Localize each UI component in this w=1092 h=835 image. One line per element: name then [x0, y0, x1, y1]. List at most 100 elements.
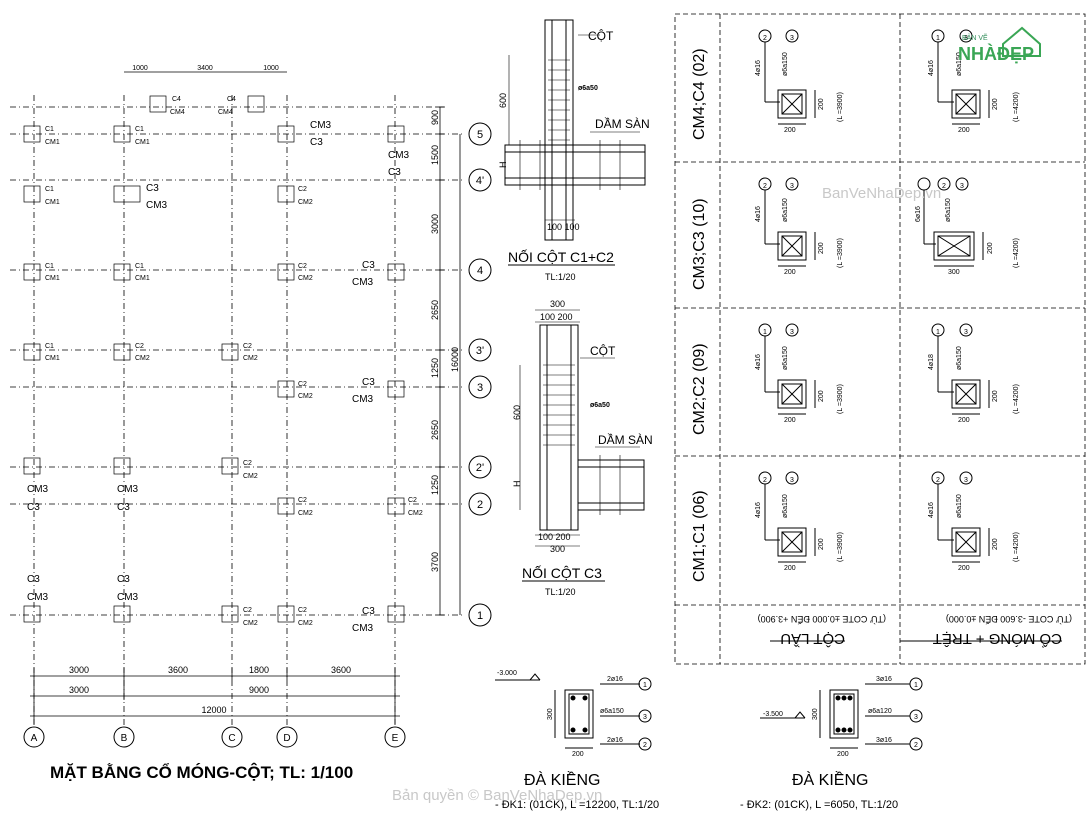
axis-bubble-e: E — [384, 726, 406, 748]
dim-right-4: 2650 — [430, 300, 440, 320]
svg-text:C3: C3 — [117, 574, 130, 585]
watermark-mid: BanVeNhaDep.vn — [822, 185, 941, 202]
svg-text:NHÀĐẸP: NHÀĐẸP — [958, 43, 1034, 64]
svg-text:4ø16: 4ø16 — [755, 502, 762, 518]
svg-text:600: 600 — [512, 405, 522, 420]
svg-text:1000: 1000 — [132, 65, 148, 72]
svg-text:200: 200 — [784, 269, 796, 276]
svg-text:200: 200 — [572, 751, 584, 758]
svg-text:ø6a120: ø6a120 — [868, 708, 892, 715]
svg-text:CM3: CM3 — [27, 592, 49, 603]
svg-text:ø6a150: ø6a150 — [956, 494, 963, 518]
svg-text:3: 3 — [477, 382, 483, 394]
svg-text:300: 300 — [550, 299, 565, 309]
right-dimension-chain — [436, 106, 461, 616]
svg-text:3': 3' — [476, 345, 484, 357]
svg-text:4ø16: 4ø16 — [928, 502, 935, 518]
section-cm4-right — [931, 29, 990, 125]
svg-text:2ø16: 2ø16 — [607, 676, 623, 683]
svg-text:CM1: CM1 — [135, 139, 150, 146]
svg-text:3: 3 — [960, 183, 964, 190]
svg-text:E: E — [392, 733, 399, 744]
svg-text:D: D — [283, 733, 290, 744]
plan-grid — [10, 95, 465, 728]
svg-text:CM2: CM2 — [135, 355, 150, 362]
svg-text:2: 2 — [942, 183, 946, 190]
svg-text:BẢN VẼ: BẢN VẼ — [962, 33, 988, 42]
axis-bubble-1: 1 — [468, 603, 492, 627]
svg-text:ø6a150: ø6a150 — [782, 198, 789, 222]
top-dimension-chain: 1000 3400 1000 — [124, 65, 287, 73]
svg-text:2: 2 — [763, 183, 767, 190]
svg-text:3ø16: 3ø16 — [876, 737, 892, 744]
svg-text:TL:1/20: TL:1/20 — [545, 272, 576, 282]
svg-text:C2: C2 — [408, 497, 417, 504]
svg-text:CM2: CM2 — [298, 620, 313, 627]
svg-text:C2: C2 — [243, 460, 252, 467]
svg-text:300: 300 — [550, 544, 565, 554]
svg-text:2: 2 — [643, 742, 647, 749]
svg-text:C2: C2 — [135, 343, 144, 350]
svg-text:100 200: 100 200 — [538, 532, 571, 542]
svg-text:C3: C3 — [388, 167, 401, 178]
svg-text:CM4: CM4 — [218, 109, 233, 116]
beam2-note: - ĐK2: (01CK), L =6050, TL:1/20 — [740, 799, 898, 811]
svg-text:200: 200 — [784, 417, 796, 424]
svg-text:3: 3 — [790, 183, 794, 190]
axis-bubble-d: D — [276, 726, 298, 748]
footer-co-mong: CỔ MÓNG + TRỆT — [933, 630, 1062, 648]
svg-text:4ø16: 4ø16 — [755, 60, 762, 76]
axis-bubble-c: C — [221, 726, 243, 748]
svg-text:CM3: CM3 — [388, 150, 410, 161]
detail-c1c2: CỘT ø6a50 DẦM SÀN 600 H 100 100 NỐI CỘT … — [498, 19, 650, 282]
detail-c1c2-title: NỐI CỘT C1+C2 — [508, 248, 614, 265]
svg-text:3: 3 — [790, 477, 794, 484]
svg-text:CM3: CM3 — [27, 484, 49, 495]
svg-text:(L =4200): (L =4200) — [1013, 384, 1020, 414]
svg-text:3: 3 — [643, 714, 647, 721]
section-row-1: 2 3 4ø16 ø6a150 200 200 (L =3900) 1 3 4ø… — [755, 29, 1020, 134]
axis-bubble-a: A — [23, 726, 45, 748]
svg-text:(TỪ COTE ±0.000 ĐẾN +3.900): (TỪ COTE ±0.000 ĐẾN +3.900) — [758, 614, 886, 624]
section-cm4-left — [758, 29, 816, 125]
svg-text:CM1: CM1 — [45, 275, 60, 282]
svg-text:200: 200 — [818, 390, 825, 402]
svg-text:C1: C1 — [45, 343, 54, 350]
svg-text:C2: C2 — [243, 607, 252, 614]
svg-text:CM3: CM3 — [352, 277, 374, 288]
svg-text:C1: C1 — [45, 186, 54, 193]
detail-c1c2-dam: DẦM SÀN — [595, 116, 650, 131]
dim-right-1: 900 — [430, 110, 440, 125]
axis-bubble-3: 3 — [468, 375, 492, 399]
svg-text:C3: C3 — [27, 502, 40, 513]
svg-text:200: 200 — [784, 127, 796, 134]
axis-bubble-2p: 2' — [468, 455, 492, 479]
dim-bottom-d-e: 3600 — [331, 665, 351, 675]
table-row-label-1: CM4;C4 (02) — [691, 48, 708, 140]
svg-text:C1: C1 — [135, 126, 144, 133]
svg-text:TL:1/20: TL:1/20 — [545, 587, 576, 597]
svg-text:1: 1 — [936, 35, 940, 42]
svg-text:C1: C1 — [45, 126, 54, 133]
svg-text:1: 1 — [763, 329, 767, 336]
svg-text:4: 4 — [477, 265, 483, 277]
svg-text:CM3: CM3 — [117, 484, 139, 495]
svg-text:CM1: CM1 — [45, 199, 60, 206]
svg-text:-3.000: -3.000 — [497, 670, 517, 677]
svg-text:CM2: CM2 — [298, 199, 313, 206]
svg-text:200: 200 — [992, 390, 999, 402]
detail-c1c2-cot: CỘT — [588, 28, 614, 43]
footer-cot-lau: CỘT LẦU — [780, 630, 845, 647]
svg-text:300: 300 — [547, 708, 554, 720]
svg-text:CM2: CM2 — [298, 393, 313, 400]
dim-bottom-a-b-2: 3000 — [69, 685, 89, 695]
dim-bottom-c-d: 1800 — [249, 665, 269, 675]
axis-bubble-3p: 3' — [468, 338, 492, 362]
svg-text:1: 1 — [643, 682, 647, 689]
beam-section-dk2: -3.500 3ø16 ø6a120 3ø16 300 200 1 3 2 ĐÀ… — [740, 676, 923, 811]
svg-text:1000: 1000 — [263, 65, 279, 72]
svg-text:CM2: CM2 — [298, 275, 313, 282]
svg-text:C2: C2 — [298, 497, 307, 504]
section-row-3: 1 3 4ø16 ø6a150 200 200 (L =3900) 1 3 4ø… — [755, 323, 1020, 424]
